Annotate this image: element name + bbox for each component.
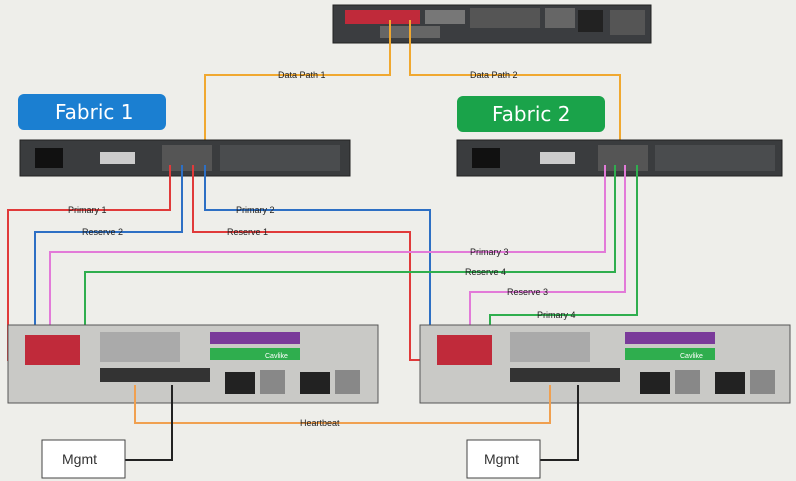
server-1: Cavlike <box>7 324 379 404</box>
reserve-2-cable <box>34 165 183 345</box>
primary-2-cable <box>204 165 431 345</box>
reserve-3-label: Reserve 3 <box>507 287 548 297</box>
mgmt-2-box: Mgmt <box>466 439 541 479</box>
fabric-1-switch <box>19 139 351 177</box>
mgmt-2-cable <box>540 385 579 461</box>
data-path-cables <box>204 20 621 155</box>
primary-1-label: Primary 1 <box>68 205 107 215</box>
reserve-3-cable <box>469 165 626 345</box>
fabric-1-label: Fabric 1 <box>55 100 133 124</box>
card-label: Cavlike <box>265 353 288 360</box>
server-2: Cavlike <box>419 324 791 404</box>
heartbeat-label: Heartbeat <box>300 418 340 428</box>
card-label: Cavlike <box>680 353 703 360</box>
reserve-4-label: Reserve 4 <box>465 267 506 277</box>
mgmt-2-label: Mgmt <box>484 451 519 467</box>
fabric-1-badge: Fabric 1 <box>18 94 166 130</box>
reserve-1-label: Reserve 1 <box>227 227 268 237</box>
fabric-2-switch <box>456 139 783 177</box>
mgmt-1-box: Mgmt <box>41 439 126 479</box>
mgmt-1-cable <box>125 385 173 461</box>
primary-4-label: Primary 4 <box>537 310 576 320</box>
reserve-2-label: Reserve 2 <box>82 227 123 237</box>
fabric-2-badge: Fabric 2 <box>457 96 605 132</box>
fabric-2-label: Fabric 2 <box>492 102 570 126</box>
heartbeat-cable <box>134 385 551 424</box>
primary-2-label: Primary 2 <box>236 205 275 215</box>
primary-3-cable <box>49 165 606 345</box>
primary-3-label: Primary 3 <box>470 247 509 257</box>
data-path-2-label: Data Path 2 <box>470 70 518 80</box>
storage-enclosure <box>332 4 652 44</box>
mgmt-1-label: Mgmt <box>62 451 97 467</box>
data-path-1-label: Data Path 1 <box>278 70 326 80</box>
